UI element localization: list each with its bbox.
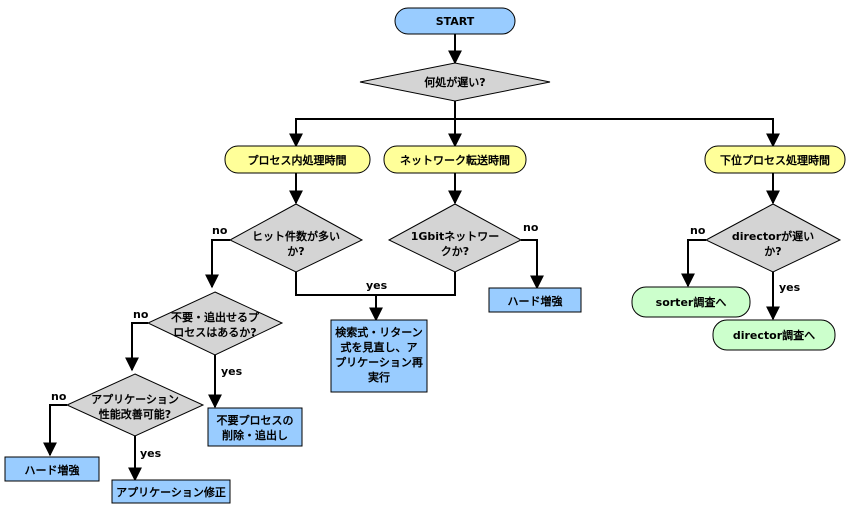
process-network-label: ネットワーク転送時間 [400,153,510,167]
terminal-sorter: sorter調査へ [631,286,751,318]
terminal-sorter-shape [631,286,751,318]
start-node: START [394,7,516,35]
decision-hits-line-1: ヒット件数が多い [252,229,340,243]
edge-hits-yes [295,272,383,322]
process-network-shape [383,145,527,174]
decision-evict: 不要・追出せるプ ロセスはあるか? [146,291,284,356]
action-retry-shape [330,319,428,393]
edge-director-no [681,239,706,288]
edge-label-app-yes: yes [140,447,162,460]
connectors [43,34,780,482]
process-lower: 下位プロセス処理時間 [704,145,846,174]
edge-label-evict-no: no [133,308,149,321]
action-app-fix-shape [111,479,231,504]
edge-label-hits-yes: yes [366,279,388,292]
start-shape [394,7,516,35]
decision-director: directorが遅い か? [704,203,842,273]
action-retry-line-1: 検索式・リターン [335,325,422,339]
edge-gbit-yes [376,272,456,296]
decision-director-line-1: directorが遅い [732,229,814,243]
action-retry-line-4: 実行 [368,370,390,384]
edge-label-gbit-no: no [523,221,539,234]
decision-hits-line-2: か? [287,245,304,258]
action-retry: 検索式・リターン 式を見直し、ア プリケーション再 実行 [330,319,428,393]
decision-app-line-1: アプリケーション [91,392,179,406]
edge-evict-no [125,322,148,372]
edge-label-director-no: no [690,224,706,237]
decision-app-line-2: 性能改善可能? [99,407,171,421]
decision-hits-shape [228,203,364,273]
decision-evict-shape [146,291,284,356]
terminal-director: director調査へ [712,319,836,351]
action-app-fix: アプリケーション修正 [111,479,231,504]
edge-where-to-lower [455,118,780,148]
decision-hits: ヒット件数が多い か? [228,203,364,273]
action-remove-line-1: 不要プロセスの [217,413,294,427]
edge-app-no [43,404,67,457]
terminal-director-label: director調査へ [733,328,815,342]
action-remove-shape [207,407,303,447]
action-app-fix-label: アプリケーション修正 [116,485,226,499]
action-retry-line-2: 式を見直し、ア [341,340,418,354]
edge-label-director-yes: yes [779,281,801,294]
decision-gbit-line-1: 1Gbitネットワー [411,230,500,243]
edge-hits-no [205,239,230,289]
action-hardware-2-shape [4,456,100,482]
action-hardware-1-label: ハード増強 [508,294,563,308]
edge-where-to-inproc [289,100,456,148]
decision-evict-line-1: 不要・追出せるプ [171,310,260,324]
process-lower-label: 下位プロセス処理時間 [720,153,830,167]
decision-gbit: 1Gbitネットワー クか? [387,203,523,273]
edge-label-evict-yes: yes [221,365,243,378]
action-retry-line-3: プリケーション再 [335,355,423,369]
action-hardware-1: ハード増強 [488,287,582,313]
terminal-director-shape [712,319,836,351]
process-inproc-label: プロセス内処理時間 [248,153,347,167]
decision-where-slow-label: 何処が遅い? [424,75,485,89]
action-remove-line-2: 削除・追出し [222,428,288,442]
decision-director-line-2: か? [764,245,781,258]
action-hardware-1-shape [488,287,582,313]
decision-where-slow: 何処が遅い? [359,62,551,102]
edge-label-hits-no: no [212,224,228,237]
decision-director-shape [704,203,842,273]
process-lower-shape [704,145,846,174]
edge-gbit-no [521,239,544,290]
decision-where-slow-shape [359,62,551,102]
decision-evict-line-2: ロセスはあるか? [173,326,256,339]
decision-gbit-line-2: クか? [441,245,469,258]
start-label: START [436,15,475,28]
terminal-sorter-label: sorter調査へ [656,295,727,309]
process-inproc-shape [224,145,371,174]
decision-app-shape [65,373,205,437]
decision-app: アプリケーション 性能改善可能? [65,373,205,437]
action-hardware-2-label: ハード増強 [25,463,80,477]
decision-gbit-shape [387,203,523,273]
edge-label-app-no: no [51,390,67,403]
action-remove: 不要プロセスの 削除・追出し [207,407,303,447]
process-network: ネットワーク転送時間 [383,145,527,174]
process-inproc: プロセス内処理時間 [224,145,371,174]
action-hardware-2: ハード増強 [4,456,100,482]
